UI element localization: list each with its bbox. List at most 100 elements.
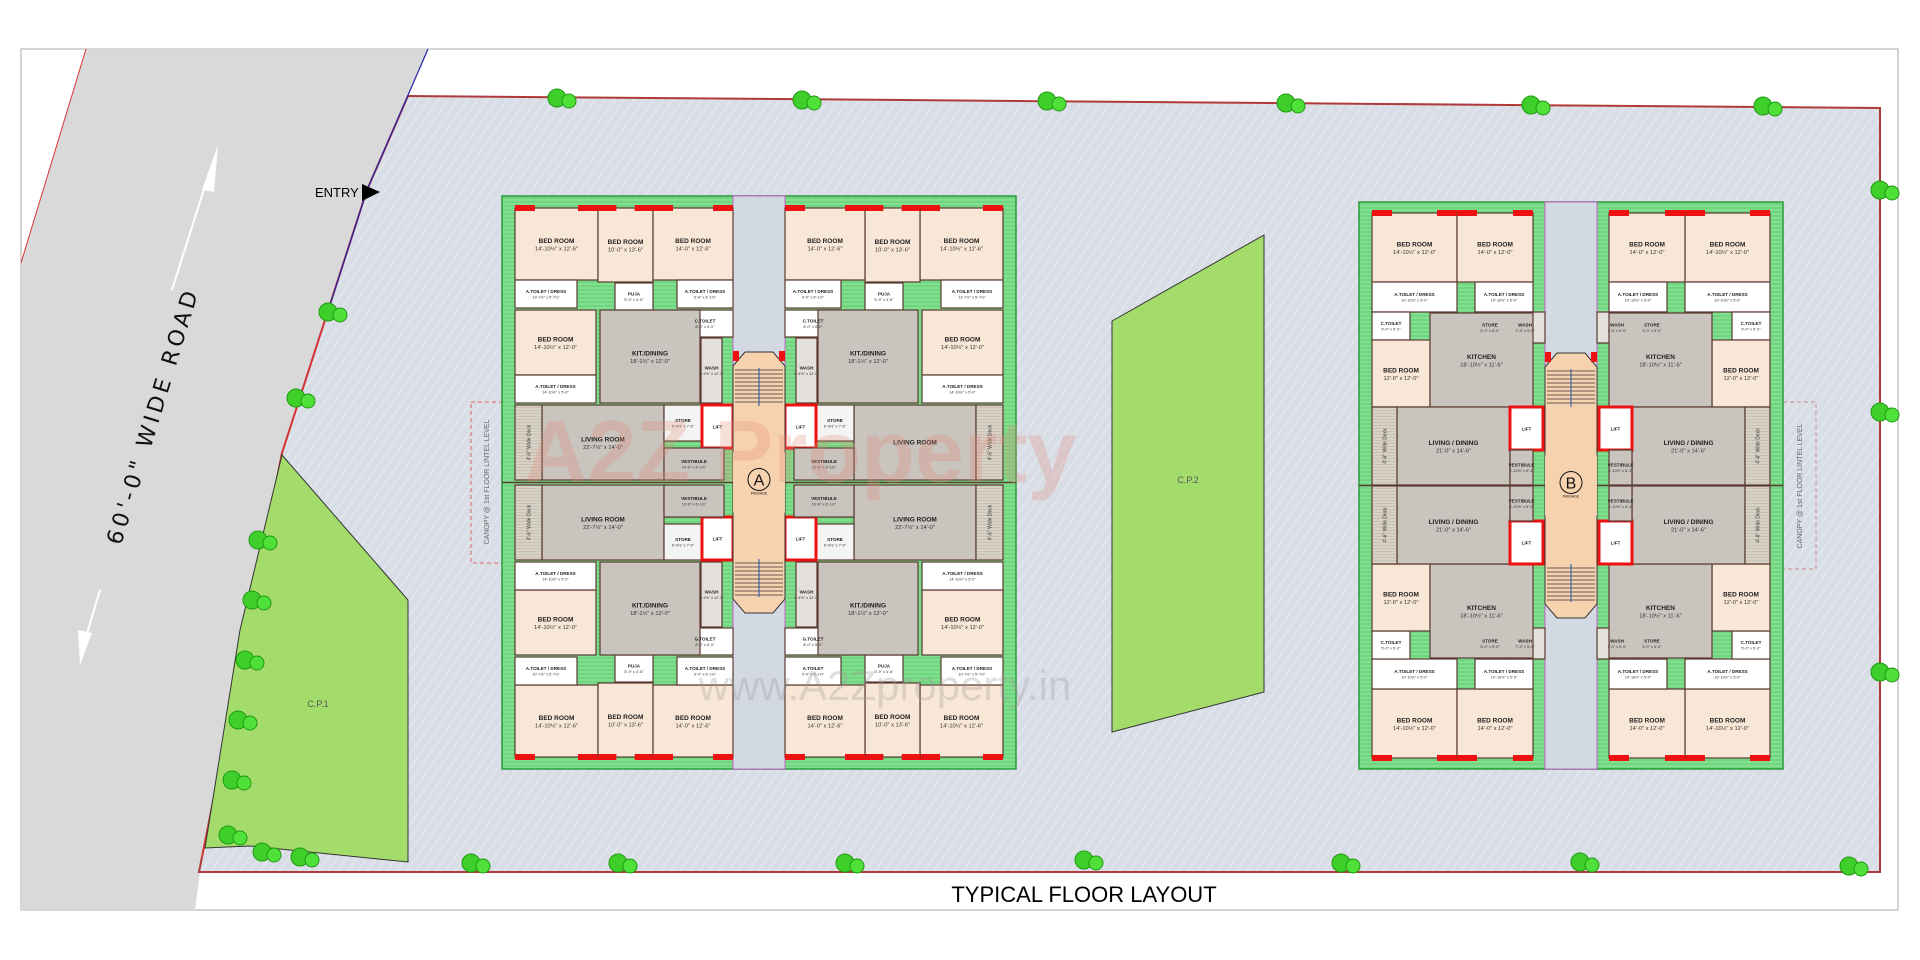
room-common bbox=[1429, 563, 1534, 659]
room-toilet bbox=[514, 279, 578, 309]
room-name: BED ROOM bbox=[539, 238, 575, 245]
room-name: WASH bbox=[1518, 323, 1532, 328]
room-size: 5'-0" x 5'-0" bbox=[1642, 329, 1662, 333]
room-toilet bbox=[614, 654, 654, 683]
passage-label: PASSAGE bbox=[1563, 495, 1580, 499]
room-size: 4'-4½" x 12'-0" bbox=[794, 596, 819, 600]
room-name: A.TOILET / DRESS bbox=[1618, 292, 1659, 297]
room-size: 22'-7½" x 14'-0" bbox=[583, 524, 623, 531]
room-name: A.TOILET / DRESS bbox=[952, 289, 993, 294]
room-size: 8'-0" x 5'-0" bbox=[803, 643, 823, 647]
room-toilet bbox=[940, 656, 1004, 686]
room-bed bbox=[1456, 688, 1534, 761]
room-size: 5'-10½" x 6'-3" bbox=[1509, 505, 1534, 509]
room-name: BED ROOM bbox=[807, 238, 843, 245]
room-name: A.TOILET / DRESS bbox=[952, 666, 993, 671]
room-bed bbox=[1711, 339, 1771, 408]
room-wash bbox=[795, 337, 818, 404]
room-bed bbox=[597, 205, 654, 283]
room-size: 21'-0" x 14'-6" bbox=[1436, 528, 1471, 534]
room-size: 10'-0" x 13'-6" bbox=[875, 723, 910, 729]
entry-arrow-icon bbox=[362, 184, 380, 201]
room-bed bbox=[1711, 563, 1771, 632]
room-name: BED ROOM bbox=[1383, 368, 1419, 375]
room-size: 22'-7½" x 14'-0" bbox=[583, 444, 623, 451]
room-label: STORE 6'-0½" x 7'-6" bbox=[672, 537, 695, 548]
room-name: C.TOILET bbox=[1741, 640, 1762, 645]
room-size: 4'-4½" x 12'-0" bbox=[794, 372, 819, 376]
car-park-2-label: C.P.2 bbox=[1177, 475, 1198, 485]
room-label: LIFT bbox=[1522, 427, 1532, 432]
room-label: LIFT bbox=[1522, 541, 1532, 546]
canopy-right-label: CANOPY @ 1st FLOOR LINTEL LEVEL bbox=[1797, 423, 1804, 548]
road-edge bbox=[20, 48, 87, 264]
room-name: LIFT bbox=[1611, 541, 1621, 546]
room-size: 10'-10½" x 5'-0" bbox=[1491, 299, 1518, 303]
room-common bbox=[1608, 485, 1633, 522]
room-name: BED ROOM bbox=[945, 617, 981, 624]
room-bed bbox=[1456, 210, 1534, 283]
room-name: STORE bbox=[675, 537, 691, 542]
room-label: 4'-6" Wide Deck bbox=[1383, 507, 1389, 543]
room-name: STORE bbox=[827, 418, 843, 423]
deck-label: 4'-6" Wide Deck bbox=[1383, 507, 1389, 543]
room-common bbox=[663, 447, 725, 481]
room-size: 8'-0" x 5'-0" bbox=[695, 325, 715, 329]
room-label: 4'-6" Wide Deck bbox=[988, 424, 994, 460]
room-name: VESTIBULE bbox=[1608, 499, 1634, 504]
room-size: 14'-10½" x 12'-0" bbox=[1393, 725, 1436, 732]
room-name: LIVING / DINING bbox=[1429, 519, 1479, 526]
room-size: 21'-0" x 14'-6" bbox=[1671, 449, 1706, 455]
room-label: A.TOILET / DRESS 10'-7½" x 5'-7½" bbox=[952, 666, 993, 677]
room-size: 6'-0½" x 7'-6" bbox=[672, 544, 695, 548]
room-name: A.TOILET / DRESS bbox=[1394, 292, 1435, 297]
room-size: 5'-0" x 5'-0" bbox=[1381, 647, 1401, 651]
room-name: BED ROOM bbox=[1397, 718, 1433, 725]
room-name: A.TOILET / DRESS bbox=[685, 289, 726, 294]
road bbox=[21, 49, 428, 910]
room-toilet bbox=[676, 279, 734, 309]
room-toilet bbox=[1474, 281, 1534, 313]
room-size: 10'-0" x 13'-6" bbox=[608, 248, 643, 254]
room-deck bbox=[1371, 485, 1398, 565]
room-size: 13'-7½" x 5'-7½" bbox=[958, 296, 986, 300]
room-name: BED ROOM bbox=[875, 239, 911, 246]
deck-label: 4'-6" Wide Deck bbox=[527, 424, 533, 460]
room-size: 12'-0" x 12'-0" bbox=[1384, 376, 1419, 382]
room-size: 7'-3" x 5'-0" bbox=[1607, 645, 1627, 649]
room-common bbox=[1631, 406, 1746, 486]
room-size: 9'-0" x 6'-1½" bbox=[694, 296, 717, 300]
room-size: 5'-0" x 5'-0" bbox=[1741, 647, 1761, 651]
room-size: 14'-10½" x 5'-0" bbox=[949, 578, 976, 582]
room-store bbox=[663, 404, 703, 442]
room-size: 5'-0" x 5'-0" bbox=[1480, 329, 1500, 333]
room-shapes bbox=[514, 205, 1004, 760]
room-size: 14'-10½" x 12'-0" bbox=[534, 344, 577, 351]
room-toilet bbox=[614, 282, 654, 311]
room-size: 14'-10½" x 5'-0" bbox=[542, 391, 569, 395]
room-name: BED ROOM bbox=[1710, 718, 1746, 725]
room-name: C.TOILET bbox=[1381, 640, 1402, 645]
room-name: PUJA bbox=[628, 292, 641, 297]
room-name: LIFT bbox=[1611, 427, 1621, 432]
room-size: 10'-7½" x 5'-7½" bbox=[958, 673, 986, 677]
